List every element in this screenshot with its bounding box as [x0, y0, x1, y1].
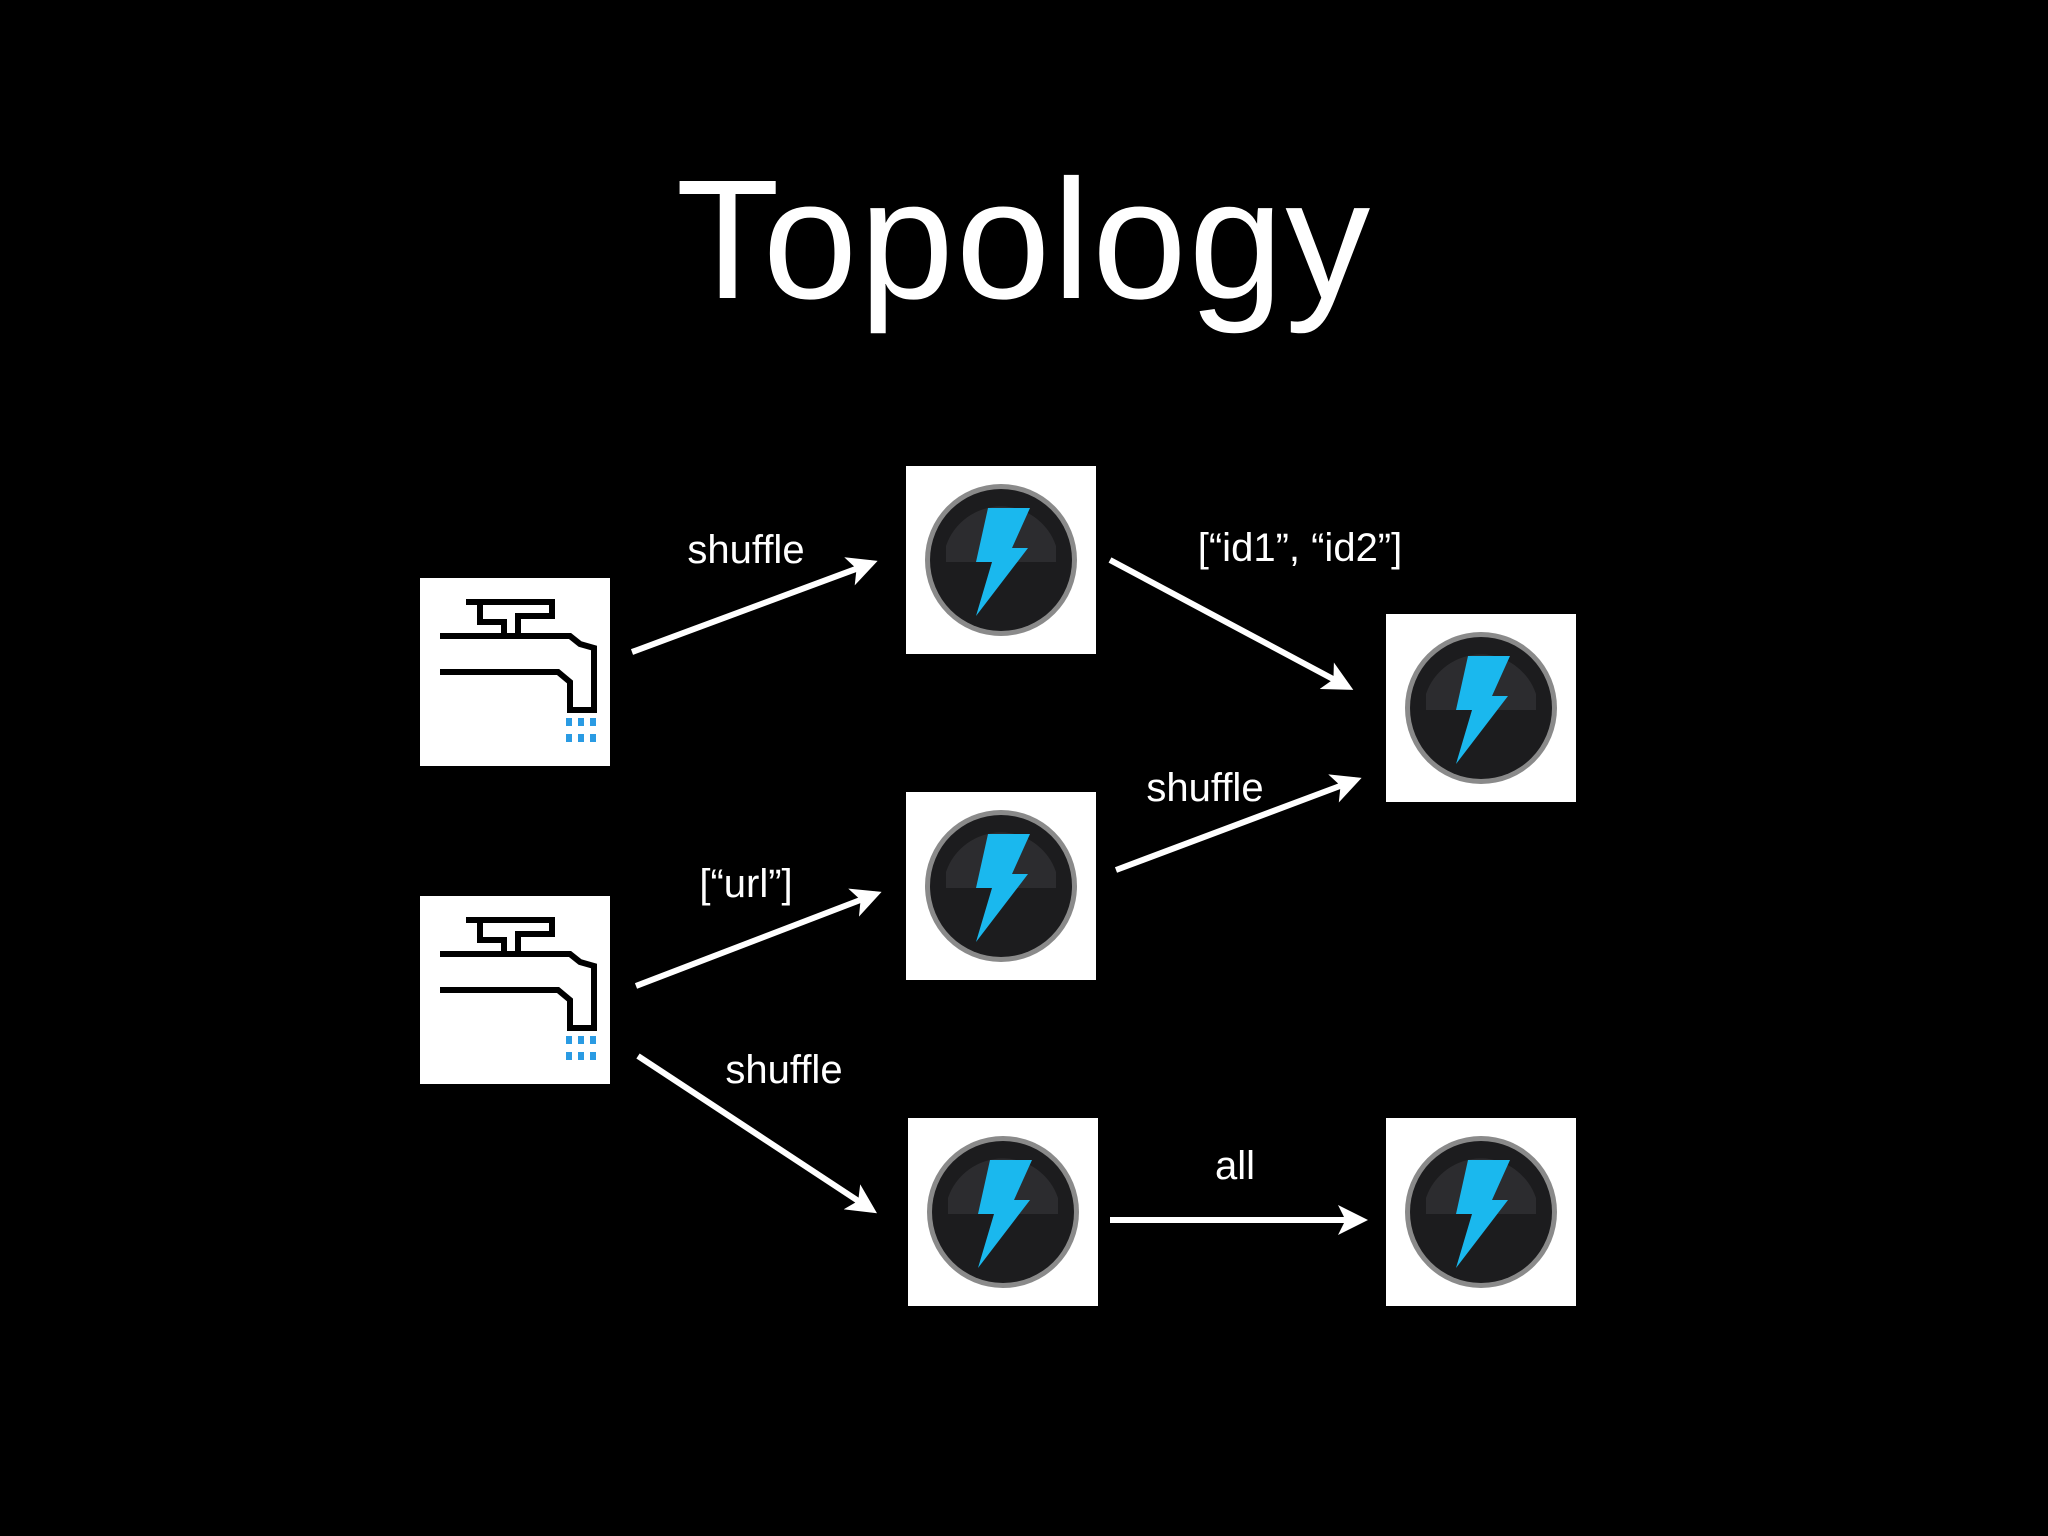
bolt-node-2 [906, 792, 1096, 980]
edge-spout1-bolt1 [630, 557, 878, 655]
edge-spout2-bolt2 [634, 888, 882, 989]
edge-bolt2-bolt4 [1114, 774, 1362, 873]
lightning-bolt-icon [927, 1136, 1079, 1288]
edge-label-spout2-bolt2: [“url”] [699, 862, 793, 906]
bolt-node-5 [1386, 1118, 1576, 1306]
lightning-bolt-icon [1405, 1136, 1557, 1288]
edge-bolt1-bolt4 [1108, 557, 1354, 690]
edge-label-bolt1-bolt4: [“id1”, “id2”] [1197, 526, 1403, 570]
lightning-bolt-icon [925, 810, 1077, 962]
spout-node-2 [420, 896, 610, 1084]
edge-label-spout1-bolt1: shuffle [687, 528, 805, 572]
faucet-icon [440, 599, 597, 742]
lightning-bolt-icon [1405, 632, 1557, 784]
bolt-node-4 [1386, 614, 1576, 802]
bolt-node-3 [908, 1118, 1098, 1306]
edge-spout2-bolt3 [636, 1053, 878, 1214]
edge-label-bolt2-bolt4: shuffle [1146, 766, 1264, 810]
edge-label-spout2-bolt3: shuffle [725, 1048, 843, 1092]
slide-title: Topology [675, 145, 1373, 335]
edge-label-bolt3-bolt5: all [1214, 1144, 1256, 1188]
spout-node-1 [420, 578, 610, 766]
bolt-node-1 [906, 466, 1096, 654]
lightning-bolt-icon [925, 484, 1077, 636]
faucet-icon [440, 917, 597, 1060]
